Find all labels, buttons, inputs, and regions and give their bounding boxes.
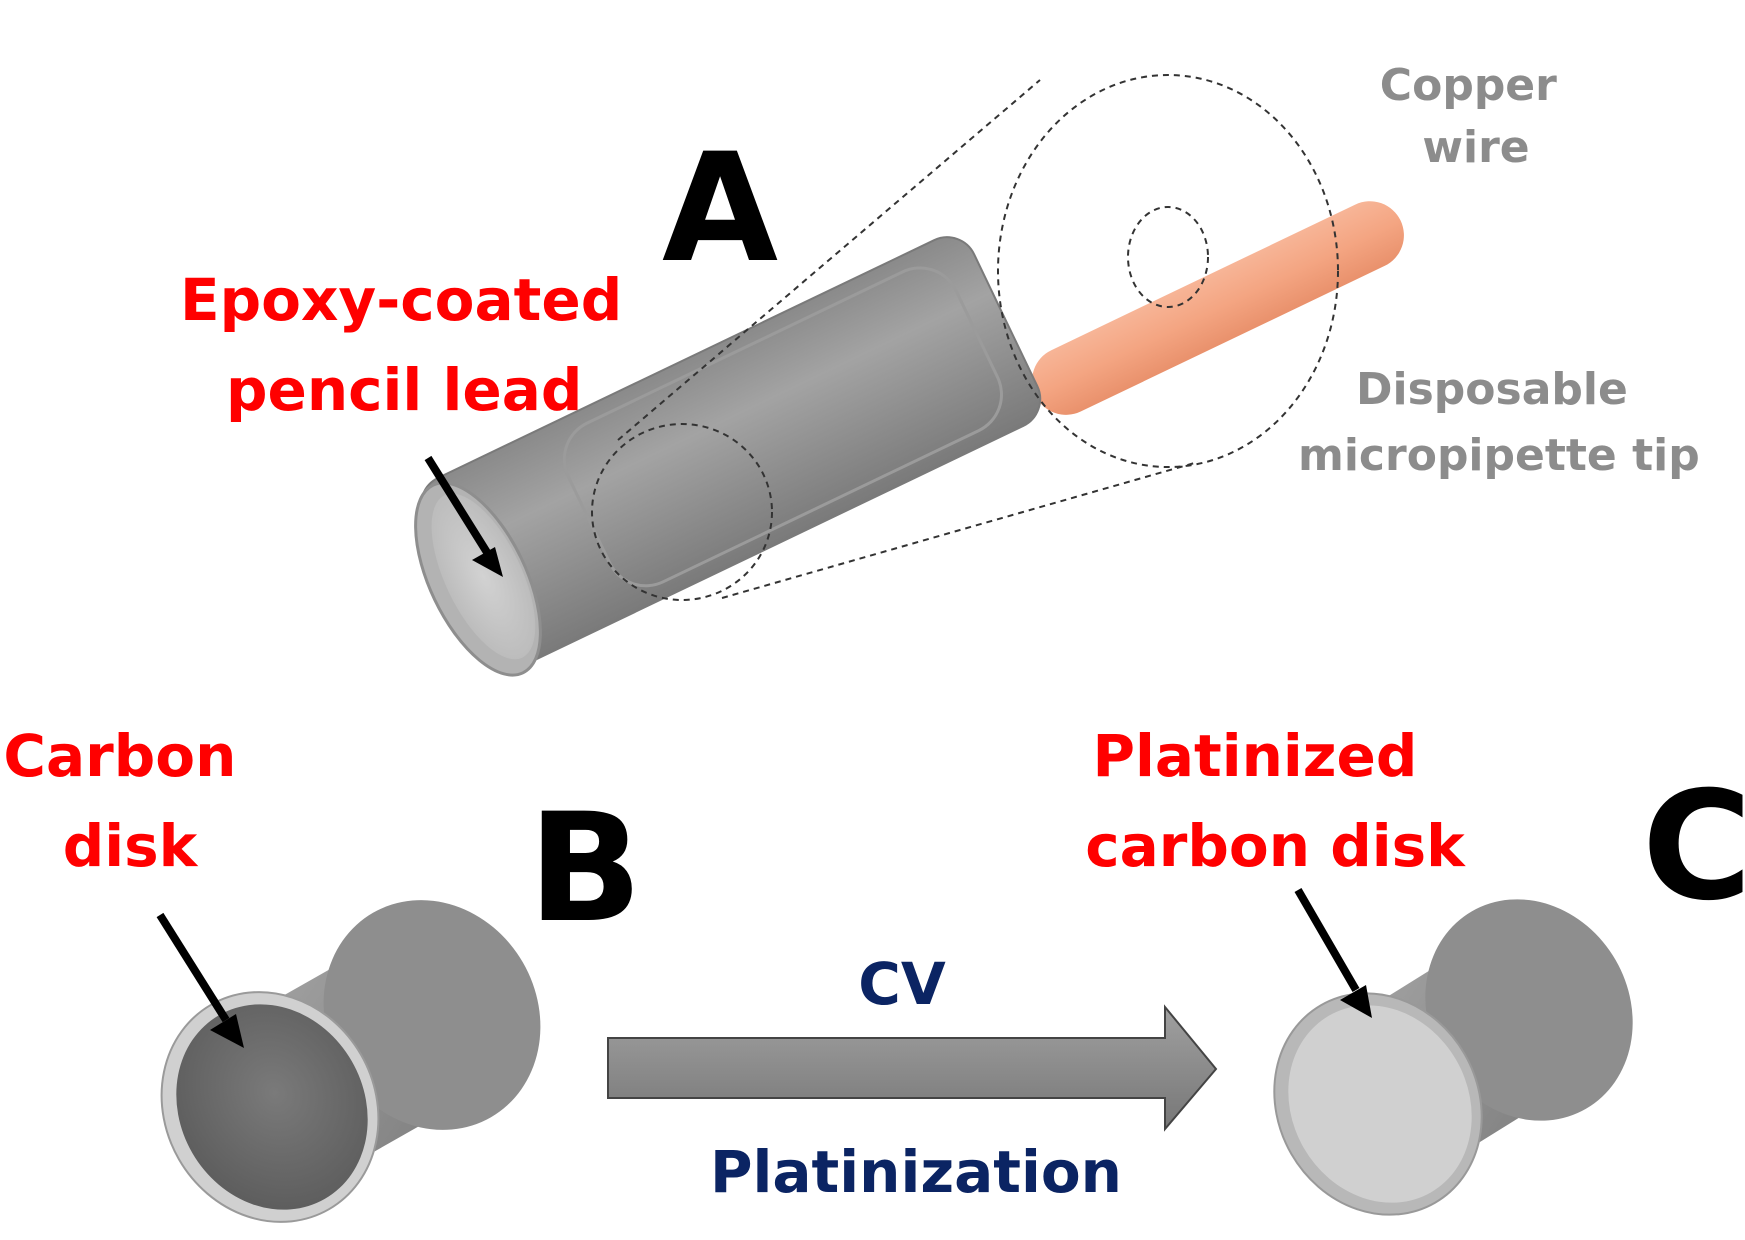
magnifier-outline [591, 74, 1339, 601]
panel-b: B Carbon disk [3, 722, 642, 1223]
carbon-disk-label-line-1: Carbon [3, 722, 236, 790]
tip-label: Disposable micropipette tip [1298, 364, 1700, 481]
pencil-lead-tube [420, 236, 1042, 668]
carbon-disk-arrow [156, 912, 244, 1048]
platinized-disk-label: Platinized carbon disk [1085, 722, 1466, 880]
copper-label-line-2: wire [1422, 122, 1529, 173]
carbon-disk-cylinder [160, 900, 541, 1223]
process-method: CV [858, 950, 946, 1018]
tip-label-line-1: Disposable [1356, 364, 1628, 415]
panel-a: A Epoxy-coated pencil lead Copper wire D… [180, 60, 1700, 677]
tip-label-line-2: micropipette tip [1298, 430, 1700, 481]
epoxy-label: Epoxy-coated pencil lead [180, 266, 642, 424]
epoxy-arrow [424, 455, 503, 577]
panel-c: C Platinized carbon disk [1085, 722, 1745, 1216]
panel-a-letter: A [662, 122, 778, 296]
pencil-lead-end-face [414, 481, 542, 677]
platinized-disk-cylinder [1273, 899, 1633, 1216]
carbon-disk-label: Carbon disk [3, 722, 256, 880]
process-arrow: CV Platinization [607, 950, 1218, 1206]
process-step: Platinization [710, 1138, 1122, 1206]
platinized-disk-arrow [1294, 887, 1372, 1018]
copper-wire [1032, 201, 1404, 415]
copper-label-line-1: Copper [1380, 60, 1557, 111]
copper-label: Copper wire [1380, 60, 1572, 173]
carbon-disk-label-line-2: disk [63, 812, 199, 880]
platinized-disk-label-line-1: Platinized [1092, 722, 1417, 790]
panel-b-letter: B [528, 782, 642, 956]
epoxy-label-line-1: Epoxy-coated [180, 266, 622, 334]
panel-c-letter: C [1642, 760, 1745, 934]
epoxy-label-line-2: pencil lead [226, 356, 582, 424]
platinized-disk-label-line-2: carbon disk [1085, 812, 1466, 880]
